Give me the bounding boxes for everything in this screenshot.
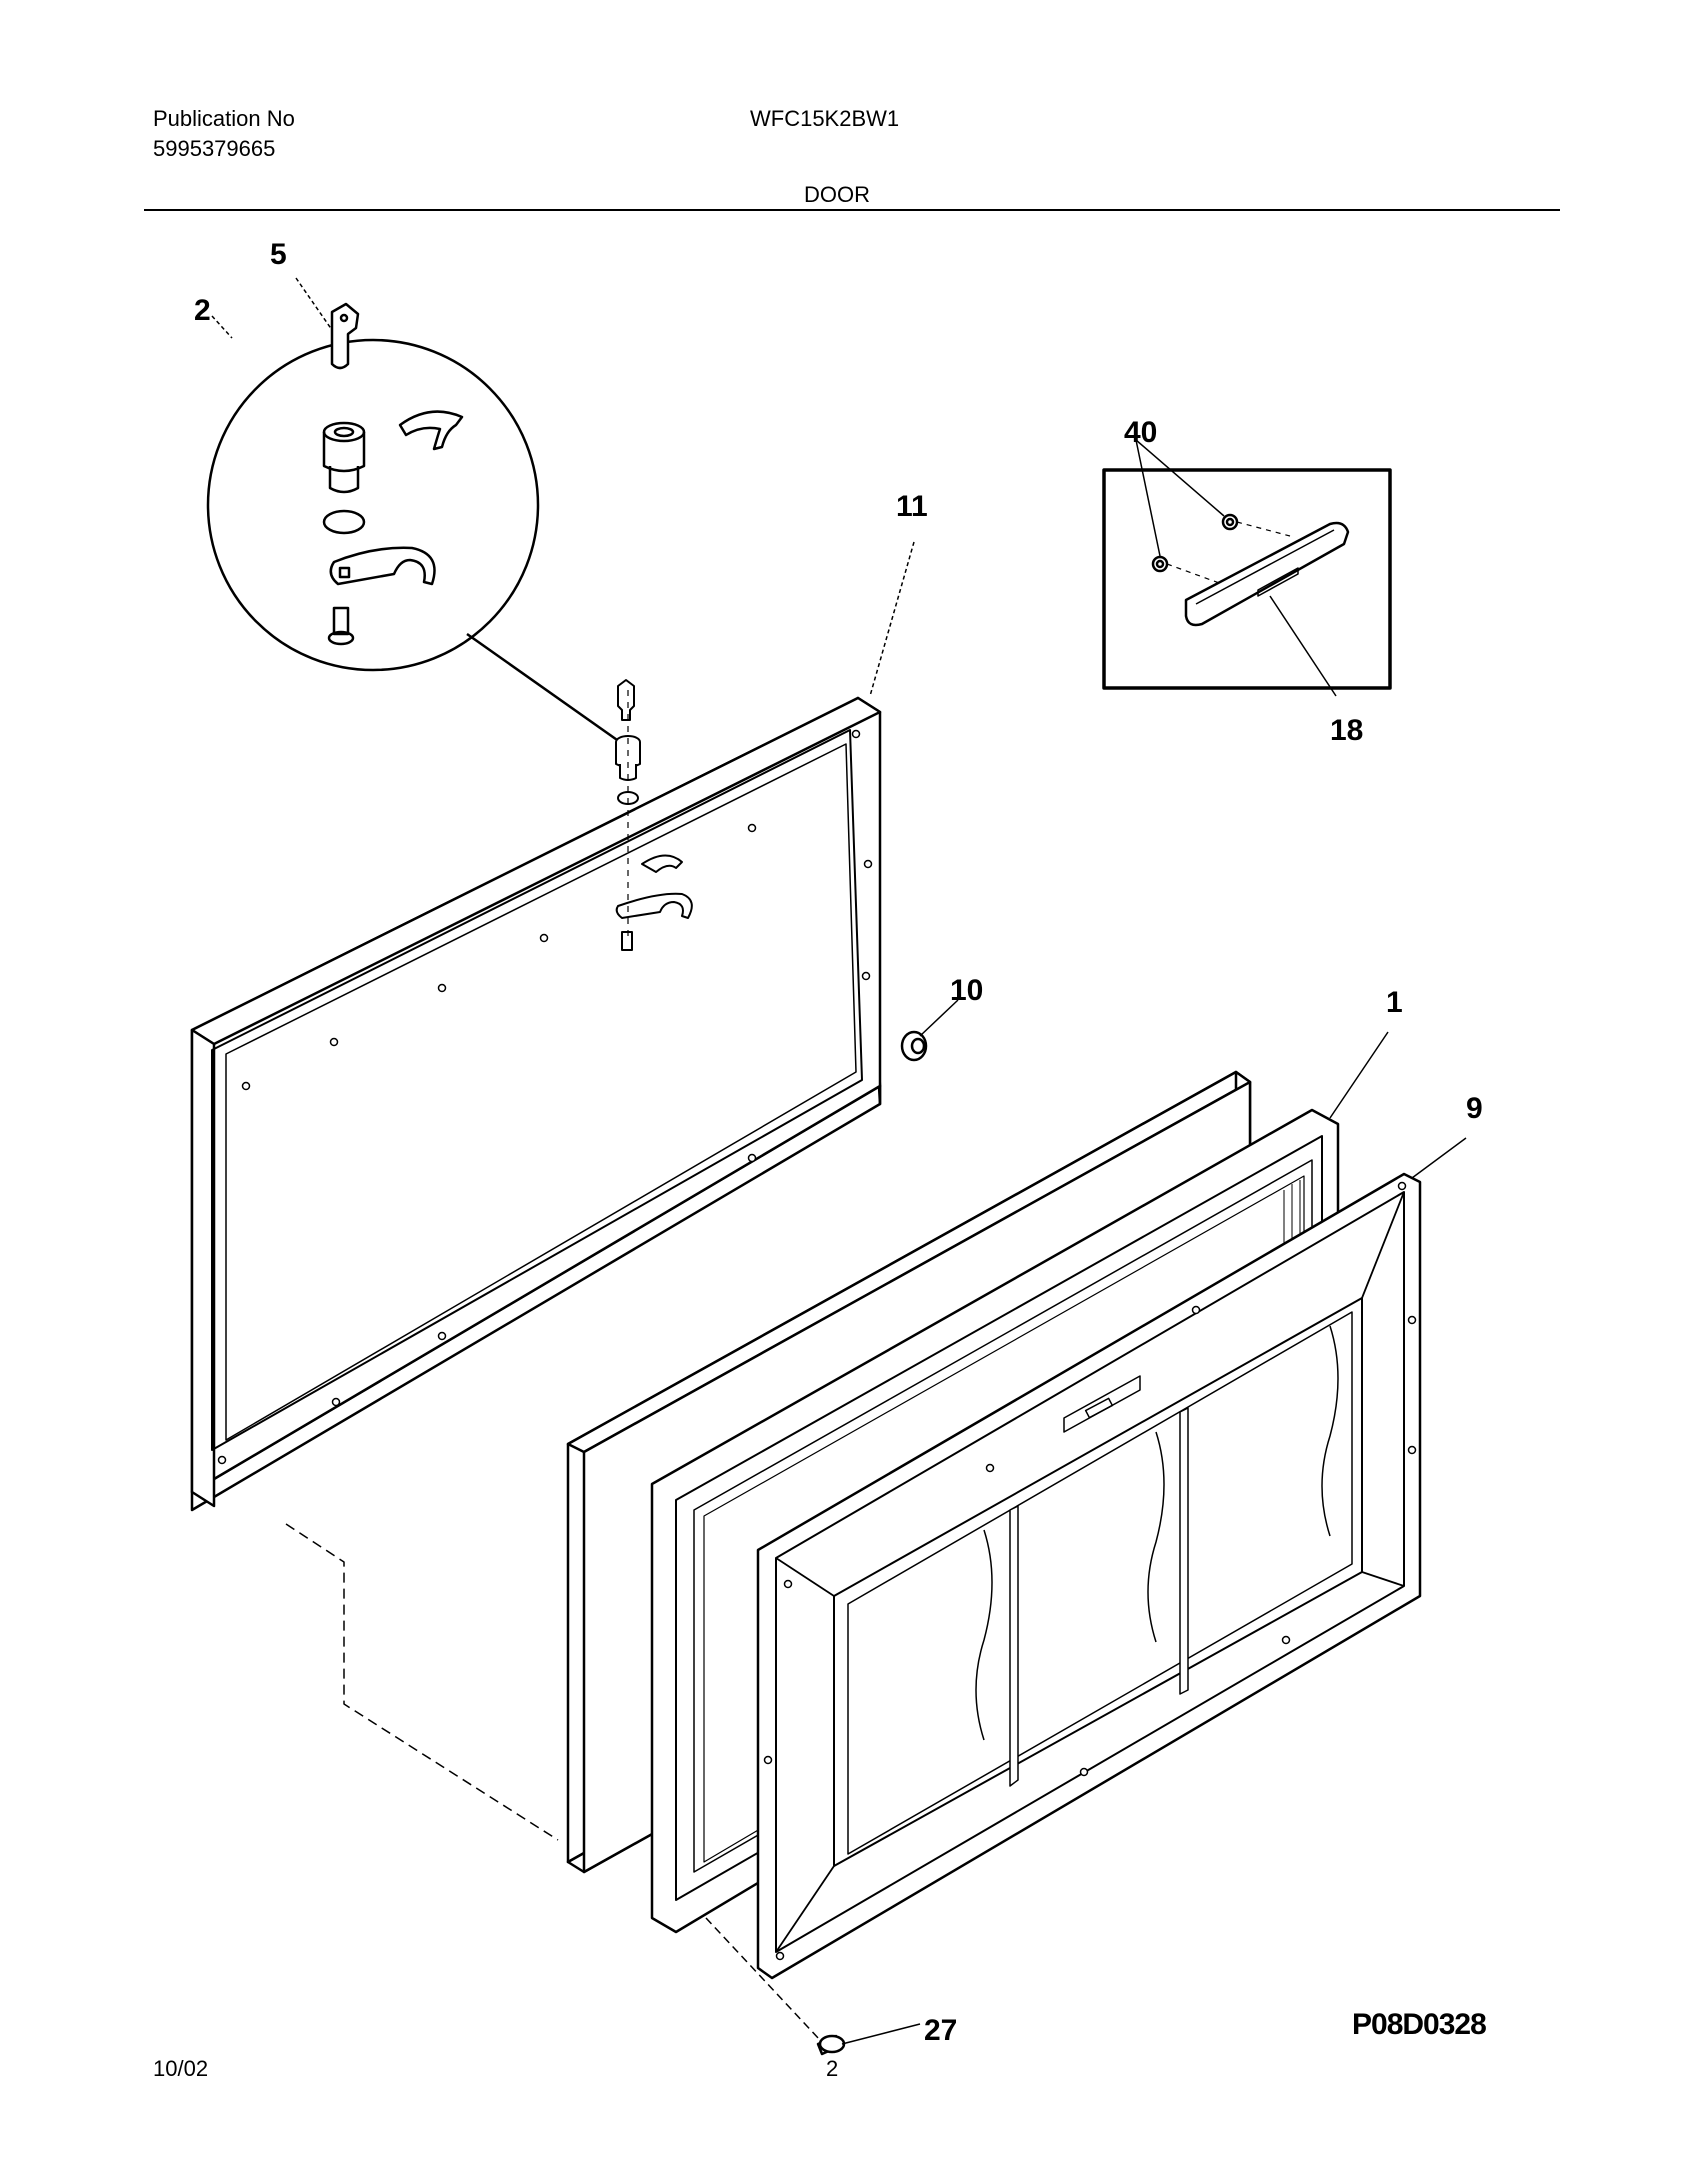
callout-9: 9 (1466, 1092, 1483, 1125)
callout-27: 27 (924, 2014, 957, 2047)
callout-1: 1 (1386, 986, 1403, 1019)
lock-detail-circle (206, 302, 540, 672)
callout-5: 5 (270, 238, 287, 271)
bumper-10 (900, 1030, 928, 1062)
handle-detail-box (1102, 468, 1392, 690)
section-title: DOOR (804, 182, 870, 207)
callout-18: 18 (1330, 714, 1363, 747)
model-number: WFC15K2BW1 (750, 106, 900, 131)
screw-holes (217, 729, 1417, 1961)
header-rule (144, 209, 1560, 211)
publication-label: Publication No (153, 106, 295, 131)
lid-lock-parts (615, 679, 693, 951)
callout-11: 11 (896, 490, 928, 523)
leader-lines (211, 277, 1467, 2045)
callout-2: 2 (194, 294, 211, 327)
callout-10: 10 (950, 974, 983, 1007)
door-liner (756, 1172, 1422, 1980)
lid-panel (190, 696, 882, 1512)
page-number: 2 (826, 2056, 839, 2081)
callout-40: 40 (1124, 416, 1157, 449)
diagram-code: P08D0328 (1352, 2008, 1487, 2041)
footer-date: 10/02 (153, 2056, 209, 2081)
publication-number: 5995379665 (153, 136, 276, 161)
screw-27 (816, 2034, 846, 2056)
